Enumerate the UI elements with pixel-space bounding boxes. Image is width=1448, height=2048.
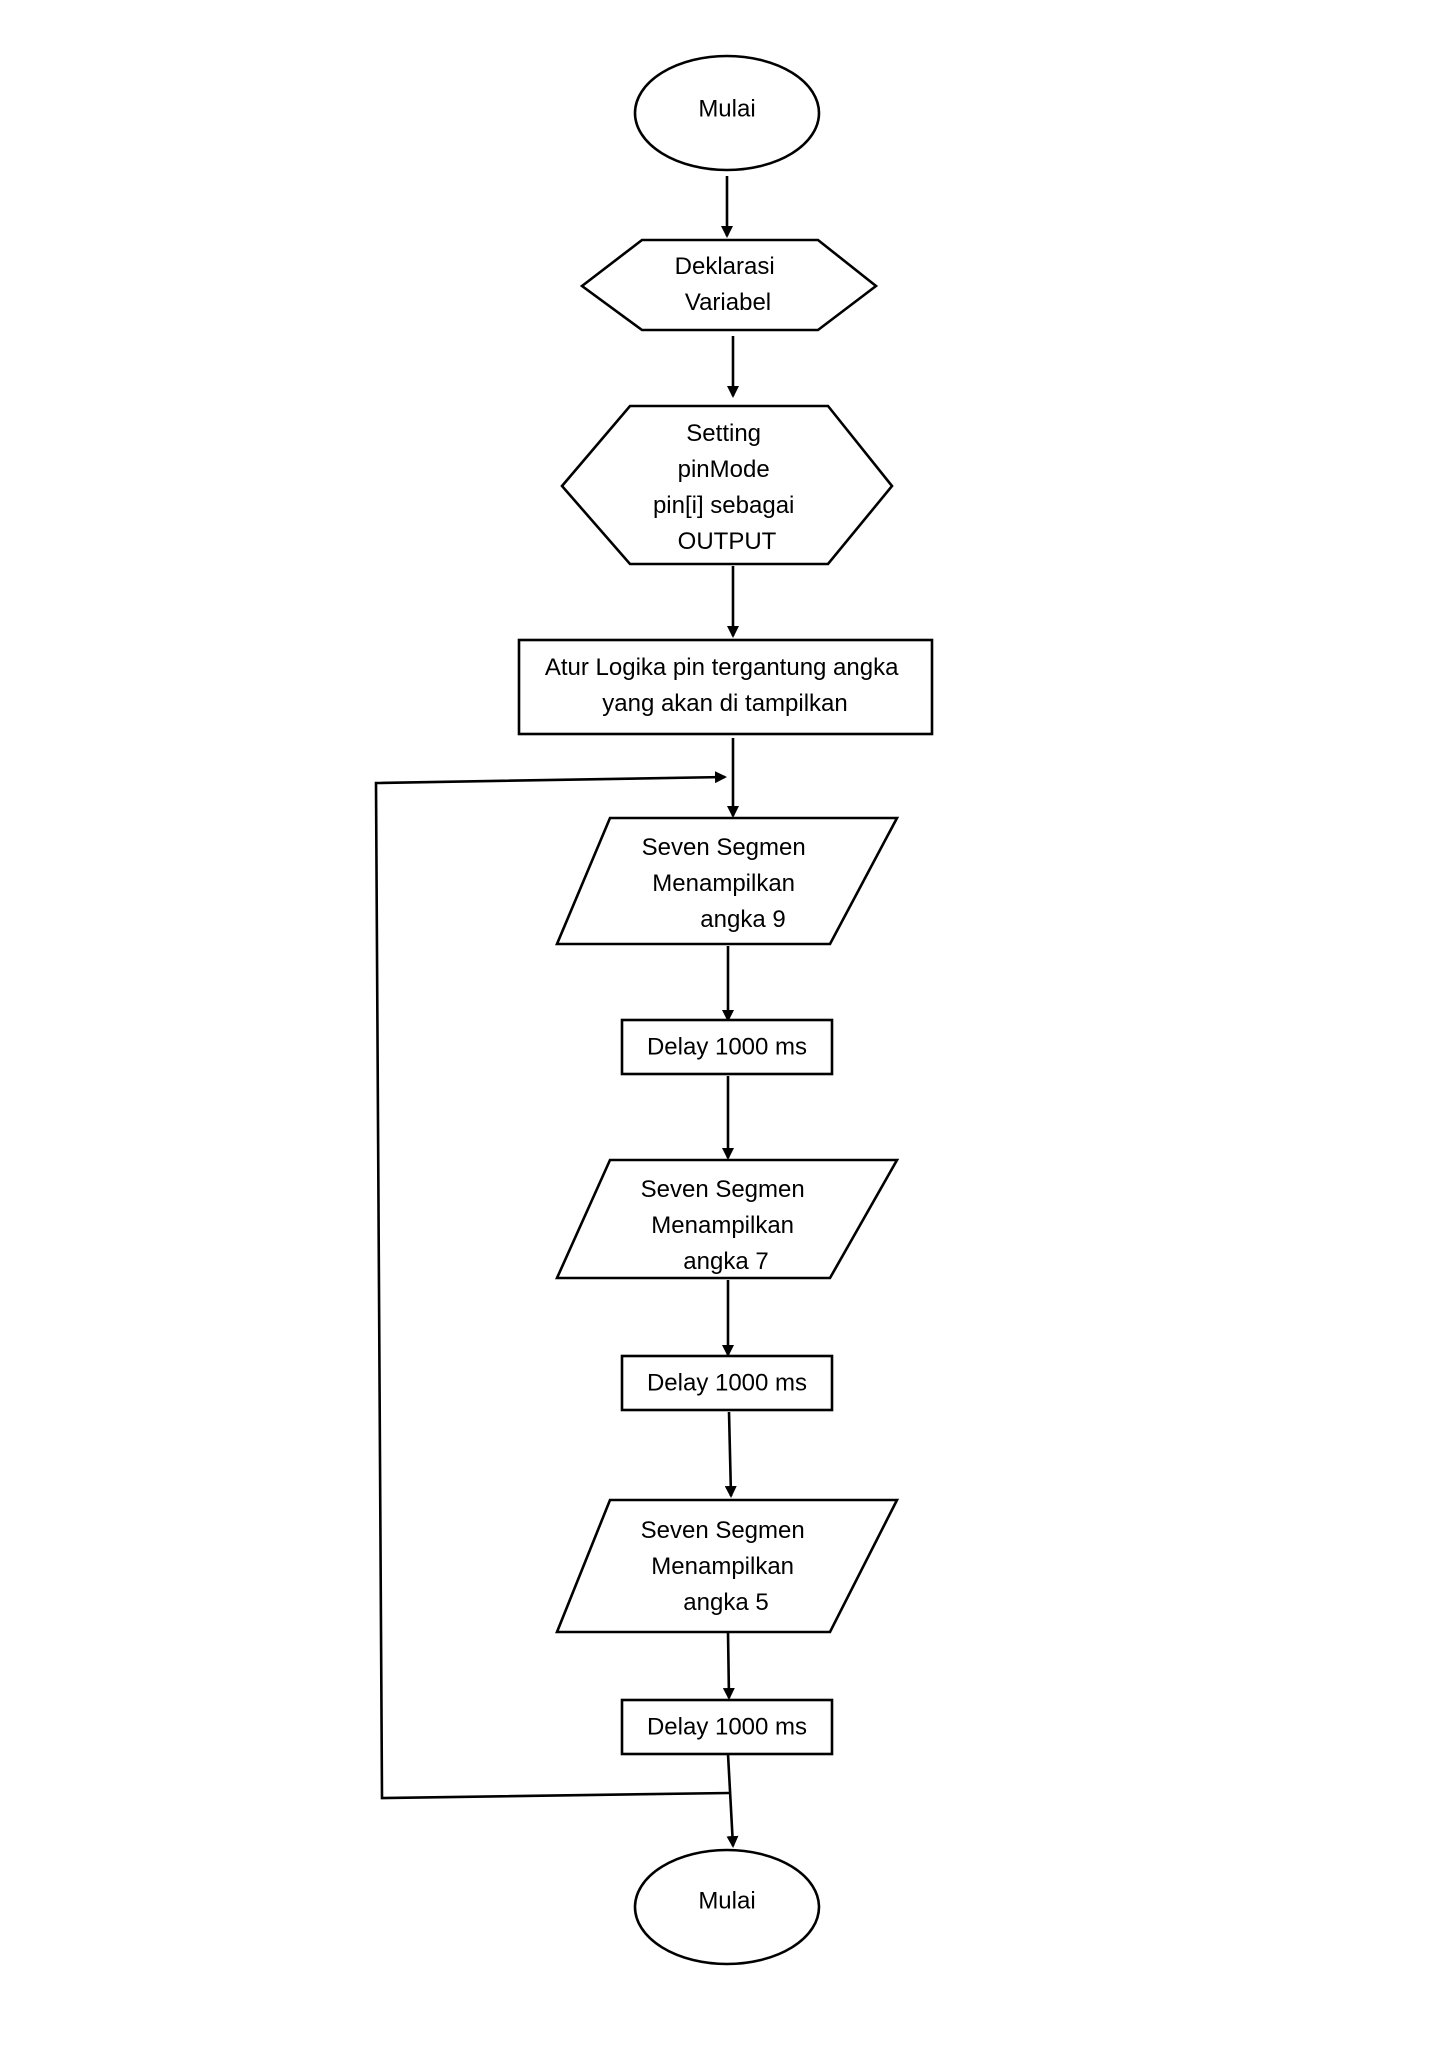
loop-back-line	[374, 771, 730, 1800]
svg-text:Setting pinMode pi: Setting pinMode pin[i] sebagai OUTPUT	[653, 420, 801, 555]
svg-text:Atur Logika pin tergantung ang: Atur Logika pin tergantung angka yang ak…	[545, 654, 905, 717]
show7-line-3: angka 7	[683, 1248, 768, 1275]
display-5-node: Seven Segmen Menampilkan angka 5	[555, 1498, 900, 1634]
declare-line-1: Deklarasi	[675, 253, 775, 280]
arrow-show5-to-delay3	[722, 1631, 735, 1700]
svg-text:Deklarasi Variabel: Deklarasi Variabel	[675, 253, 782, 316]
delay-node-3: Delay 1000 ms	[620, 1698, 834, 1756]
setup-line-2: pinMode	[678, 456, 770, 483]
display-7-node: Seven Segmen Menampilkan angka 7	[554, 1158, 900, 1280]
delay-node-2: Delay 1000 ms	[620, 1354, 834, 1412]
show7-line-1: Seven Segmen	[641, 1176, 805, 1203]
setup-line-1: Setting	[686, 420, 761, 447]
delay-node-1: Delay 1000 ms	[620, 1018, 834, 1076]
svg-text:Seven Segmen Menampilkan: Seven Segmen Menampilkan angka 9	[642, 834, 813, 933]
end-terminator: Mulai	[633, 1848, 821, 1966]
logic-line-2: yang akan di tampilkan	[602, 690, 847, 717]
arrow-delay3-to-end	[726, 1753, 739, 1848]
start-terminator: Mulai	[633, 54, 821, 172]
declare-variable-node: Deklarasi Variabel	[579, 238, 879, 332]
show9-line-1: Seven Segmen	[642, 834, 806, 861]
show9-line-3: angka 9	[700, 906, 785, 933]
logic-line-1: Atur Logika pin tergantung angka	[545, 654, 899, 681]
pinmode-setup-node: Setting pinMode pin[i] sebagai OUTPUT	[560, 404, 894, 566]
end-label: Mulai	[698, 1887, 755, 1914]
show5-line-2: Menampilkan	[651, 1553, 794, 1580]
show9-line-2: Menampilkan	[652, 870, 795, 897]
delay1-label: Delay 1000 ms	[647, 1033, 807, 1060]
start-label: Mulai	[698, 95, 755, 122]
setup-line-4: OUTPUT	[678, 528, 777, 555]
logic-process-node: Atur Logika pin tergantung angka yang ak…	[517, 638, 934, 736]
svg-text:Seven Segmen Menampilkan: Seven Segmen Menampilkan angka 5	[641, 1517, 812, 1616]
declare-line-2: Variabel	[685, 289, 771, 316]
connectors	[374, 176, 739, 1848]
display-9-node: Seven Segmen Menampilkan angka 9	[555, 816, 900, 946]
show5-line-1: Seven Segmen	[641, 1517, 805, 1544]
show7-line-2: Menampilkan	[651, 1212, 794, 1239]
svg-text:Seven Segmen Menampilkan: Seven Segmen Menampilkan angka 7	[641, 1176, 812, 1275]
delay3-label: Delay 1000 ms	[647, 1713, 807, 1740]
setup-line-3: pin[i] sebagai	[653, 492, 794, 519]
delay2-label: Delay 1000 ms	[647, 1369, 807, 1396]
show5-line-3: angka 5	[683, 1589, 768, 1616]
arrow-delay2-to-show5	[724, 1411, 737, 1498]
